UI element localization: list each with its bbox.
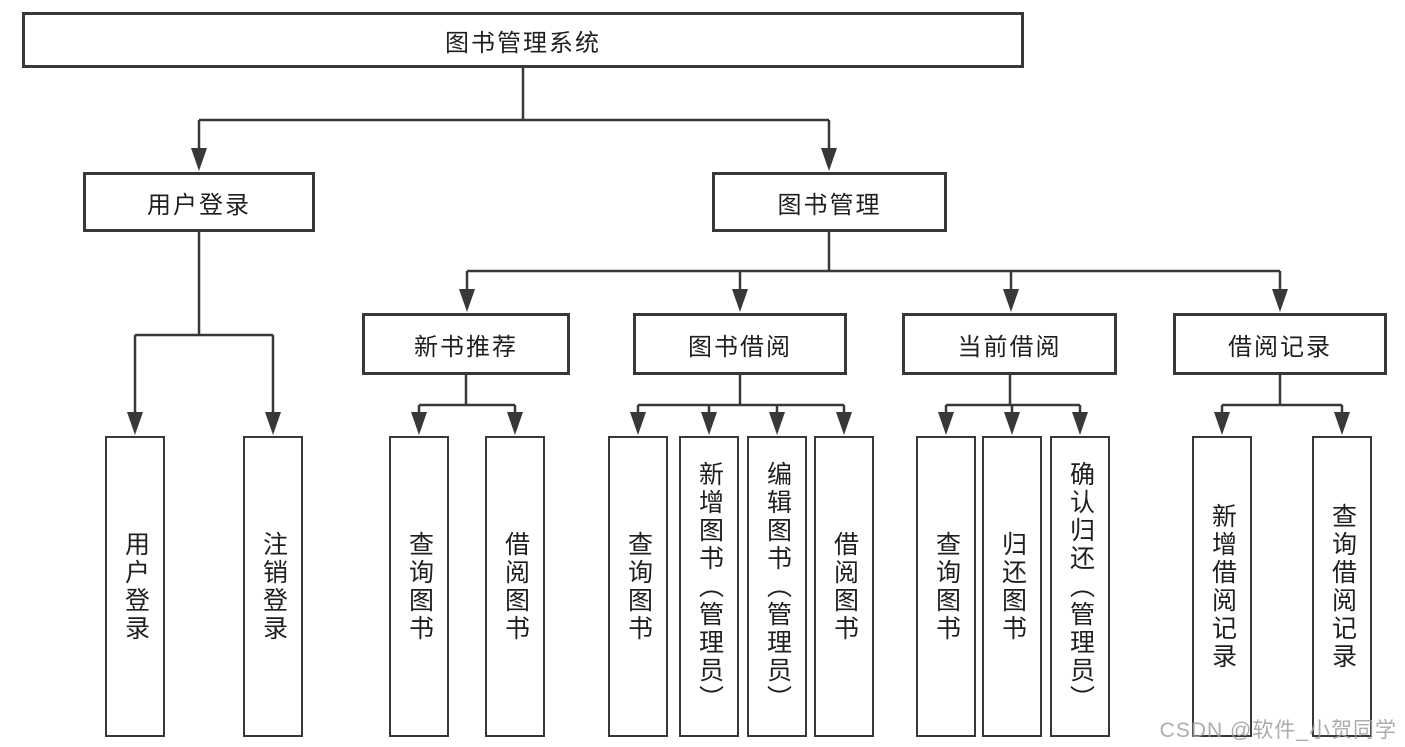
node-leaf-confirm-return-admin: 确认归还（管理员） — [1050, 436, 1110, 737]
leaf-label: 注销登录 — [259, 530, 288, 643]
node-book-borrowing: 图书借阅 — [633, 313, 847, 375]
node-leaf-add-books-admin: 新增图书（管理员） — [679, 436, 739, 737]
leaf-label: 新增借阅记录 — [1208, 502, 1237, 671]
node-book-management-module: 图书管理 — [712, 172, 947, 232]
leaf-label: 查询图书 — [932, 530, 961, 643]
leaf-label: 借阅图书 — [501, 530, 530, 643]
leaf-label: 归还图书 — [998, 530, 1027, 643]
leaf-label: 用户登录 — [121, 530, 150, 643]
node-leaf-query-books-borrowing: 查询图书 — [608, 436, 668, 737]
node-leaf-edit-books-admin: 编辑图书（管理员） — [747, 436, 807, 737]
node-leaf-borrow-books-recommend: 借阅图书 — [485, 436, 545, 737]
leaf-label: 编辑图书（管理员） — [763, 460, 792, 713]
leaf-label: 借阅图书 — [830, 530, 859, 643]
node-leaf-query-borrow-record: 查询借阅记录 — [1312, 436, 1372, 737]
node-leaf-user-login: 用户登录 — [105, 436, 165, 737]
node-leaf-query-books-recommend: 查询图书 — [389, 436, 449, 737]
leaf-label: 查询图书 — [405, 530, 434, 643]
node-borrowing-records: 借阅记录 — [1173, 313, 1387, 375]
node-new-book-recommend: 新书推荐 — [362, 313, 570, 375]
node-leaf-return-books: 归还图书 — [982, 436, 1042, 737]
node-leaf-add-borrow-record: 新增借阅记录 — [1192, 436, 1252, 737]
node-current-borrowing: 当前借阅 — [902, 313, 1117, 375]
leaf-label: 新增图书（管理员） — [695, 460, 724, 713]
leaf-label: 确认归还（管理员） — [1066, 460, 1095, 713]
node-user-login-module: 用户登录 — [83, 172, 315, 232]
leaf-label: 查询图书 — [624, 530, 653, 643]
leaf-label: 查询借阅记录 — [1328, 502, 1357, 671]
node-leaf-logout: 注销登录 — [243, 436, 303, 737]
csdn-watermark: CSDN @软件_小贺同学 — [1159, 719, 1397, 742]
node-root-system: 图书管理系统 — [22, 12, 1024, 68]
node-leaf-query-books-current: 查询图书 — [916, 436, 976, 737]
node-leaf-borrow-books-borrowing: 借阅图书 — [814, 436, 874, 737]
